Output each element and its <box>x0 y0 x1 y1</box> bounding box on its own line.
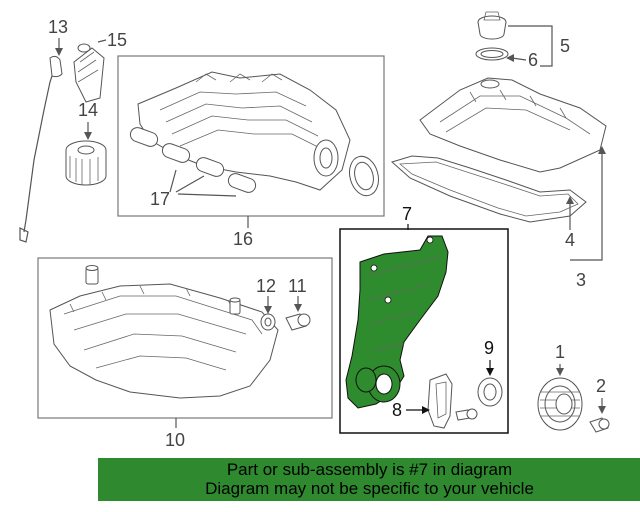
callout-17: 17 <box>150 189 170 209</box>
timing-cover-box <box>339 228 509 434</box>
intake-manifold-part[interactable] <box>137 71 351 191</box>
oil-pan-dowel-part[interactable] <box>229 297 241 315</box>
dipstick-part[interactable] <box>19 55 63 243</box>
leader-6 <box>511 57 527 61</box>
parts-diagram: 13 15 14 17 16 <box>19 11 610 450</box>
callout-16: 16 <box>233 229 253 249</box>
oil-filler-tube-part[interactable] <box>73 43 105 103</box>
oil-pan-part[interactable] <box>49 283 279 399</box>
arrow-2 <box>598 406 606 414</box>
callout-4: 4 <box>565 230 575 250</box>
valve-cover-part[interactable] <box>419 77 607 173</box>
arrow-9 <box>486 368 494 376</box>
crank-pulley-part[interactable] <box>537 377 583 431</box>
cover-gasket-part[interactable] <box>427 373 453 429</box>
leader-17 <box>169 169 237 197</box>
cover-bolt-part[interactable] <box>455 408 478 421</box>
callout-15: 15 <box>107 30 127 50</box>
callout-3: 3 <box>576 270 586 290</box>
drain-plug-washer-part[interactable] <box>260 313 276 331</box>
oil-pan-box <box>37 257 333 419</box>
callout-5: 5 <box>560 36 570 56</box>
throttle-gasket-part[interactable] <box>345 153 382 199</box>
arrow-13 <box>55 48 63 56</box>
arrow-1 <box>556 368 564 376</box>
callout-1: 1 <box>555 342 565 362</box>
oil-cap-seal-part[interactable] <box>475 47 509 61</box>
oil-cap-part[interactable] <box>477 11 507 40</box>
callout-2: 2 <box>596 376 606 396</box>
arrow-11 <box>294 304 302 312</box>
info-banner: Part or sub-assembly is #7 in diagram Di… <box>98 458 640 501</box>
arrow-14 <box>84 132 92 140</box>
arrow-8 <box>422 406 430 414</box>
arrow-4 <box>566 196 574 204</box>
bracket-3 <box>570 150 603 261</box>
timing-chain-cover-part[interactable] <box>345 235 449 409</box>
callout-13: 13 <box>48 17 68 37</box>
callout-8: 8 <box>392 400 402 420</box>
callout-14: 14 <box>78 100 98 120</box>
callout-9: 9 <box>484 338 494 358</box>
crank-bolt-part[interactable] <box>589 417 610 433</box>
crank-seal-part[interactable] <box>477 377 503 407</box>
callout-6: 6 <box>528 50 538 70</box>
leader-15 <box>97 39 107 43</box>
drain-plug-part[interactable] <box>285 313 311 331</box>
banner-line-1: Part or sub-assembly is #7 in diagram <box>226 460 513 479</box>
callout-12: 12 <box>256 276 276 296</box>
callout-7: 7 <box>402 204 412 224</box>
intake-gaskets-part[interactable] <box>128 126 257 195</box>
callout-11: 11 <box>288 276 307 296</box>
valve-cover-gasket-part[interactable] <box>390 155 587 223</box>
bracket-5 <box>508 25 553 67</box>
arrow-3 <box>598 146 606 154</box>
banner-line-2: Diagram may not be specific to your vehi… <box>205 479 534 498</box>
oil-filter-part[interactable] <box>65 140 107 186</box>
intake-manifold-box <box>117 55 385 217</box>
arrow-6 <box>506 54 514 62</box>
callout-10: 10 <box>165 430 185 450</box>
oil-pan-plug-part[interactable] <box>85 265 99 285</box>
arrow-12 <box>264 306 272 314</box>
